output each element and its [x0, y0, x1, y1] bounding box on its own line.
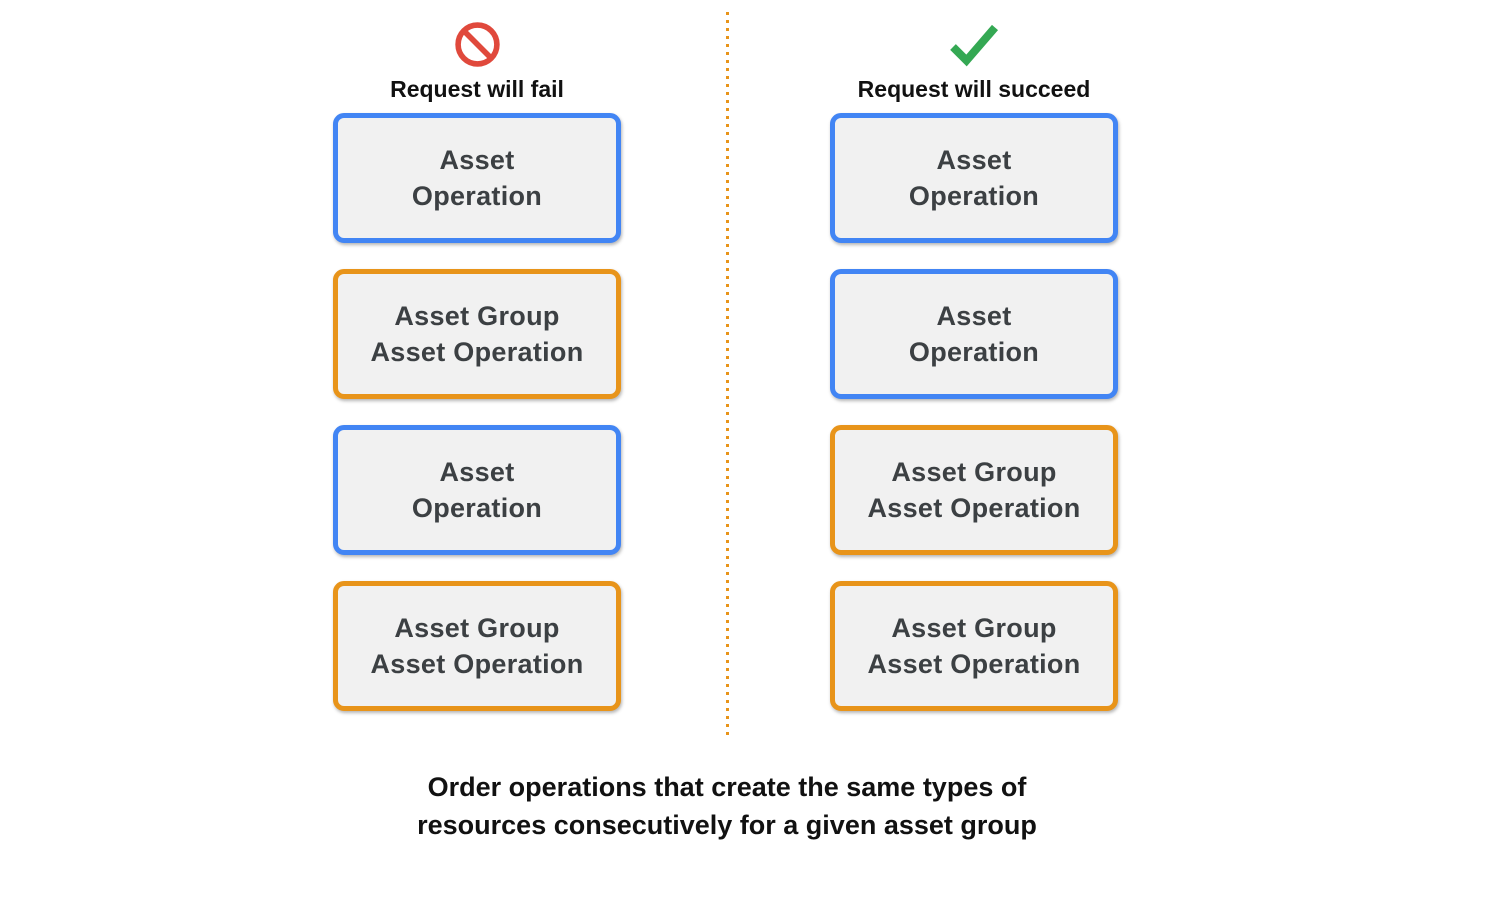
prohibited-icon	[453, 16, 502, 72]
succeed-column-header: Request will succeed	[830, 16, 1118, 113]
caption: Order operations that create the same ty…	[417, 772, 1037, 840]
checkmark-icon	[945, 16, 1003, 72]
box-label: Asset Operation	[908, 300, 1040, 367]
fail-column-header: Request will fail	[333, 16, 621, 113]
fail-column: Request will fail Asset Operation Asset …	[333, 16, 621, 737]
box-label: Asset Operation	[411, 456, 543, 523]
fail-box-4-asset-group-asset-operation: Asset Group Asset Operation	[333, 581, 621, 711]
fail-box-2-asset-group-asset-operation: Asset Group Asset Operation	[333, 269, 621, 399]
box-label: Asset Group Asset Operation	[370, 300, 584, 367]
succeed-box-4-asset-group-asset-operation: Asset Group Asset Operation	[830, 581, 1118, 711]
succeed-box-1-asset-operation: Asset Operation	[830, 113, 1118, 243]
box-label: Asset Operation	[908, 144, 1040, 211]
box-label: Asset Group Asset Operation	[867, 612, 1081, 679]
box-label: Asset Group Asset Operation	[370, 612, 584, 679]
succeed-column: Request will succeed Asset Operation Ass…	[830, 16, 1118, 737]
box-label: Asset Group Asset Operation	[867, 456, 1081, 523]
fail-box-3-asset-operation: Asset Operation	[333, 425, 621, 555]
box-label: Asset Operation	[411, 144, 543, 211]
dotted-divider	[726, 12, 729, 738]
succeed-box-2-asset-operation: Asset Operation	[830, 269, 1118, 399]
fail-box-1-asset-operation: Asset Operation	[333, 113, 621, 243]
fail-column-title: Request will fail	[390, 76, 564, 102]
succeed-box-3-asset-group-asset-operation: Asset Group Asset Operation	[830, 425, 1118, 555]
succeed-column-title: Request will succeed	[857, 76, 1091, 102]
